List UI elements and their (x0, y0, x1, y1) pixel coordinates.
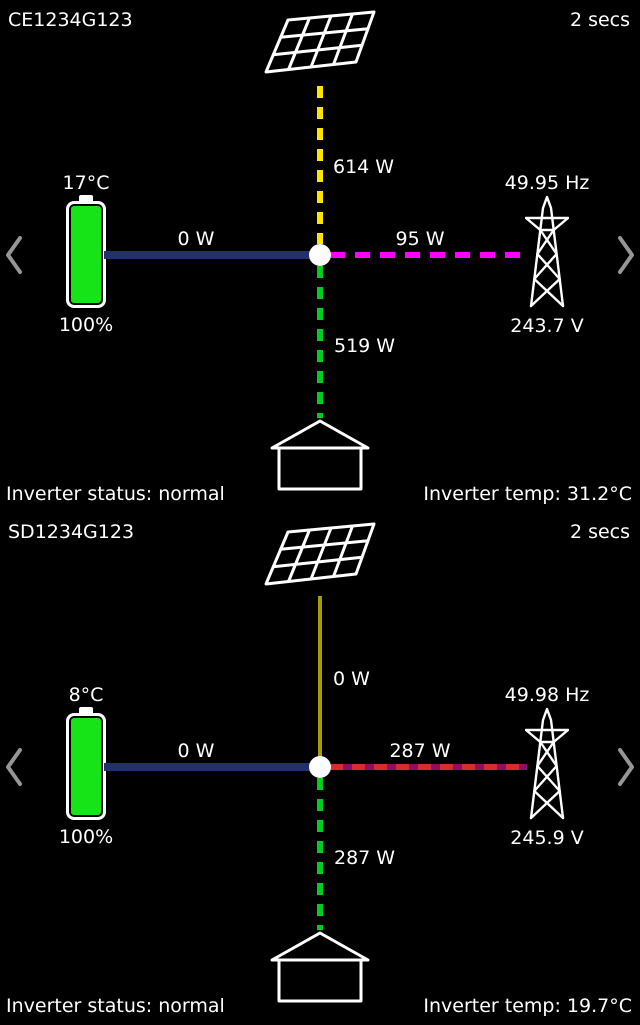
battery-icon (66, 195, 106, 308)
grid-power-label: 95 W (395, 228, 445, 250)
refresh-interval: 2 secs (569, 521, 630, 543)
inverter-panel: SD1234G123 2 secs 0 W 8°C 100% 0 W 287 W… (0, 512, 640, 1025)
house-icon (270, 930, 370, 1004)
refresh-interval: 2 secs (569, 9, 630, 31)
load-power-label: 287 W (334, 847, 396, 869)
solar-power-label: 614 W (333, 156, 395, 178)
inverter-status-text: Inverter status: normal (6, 995, 225, 1017)
battery-soc-label: 100% (58, 314, 114, 336)
nav-next-button[interactable] (614, 745, 638, 789)
inverter-temp-text: Inverter temp: 19.7°C (423, 995, 632, 1017)
transmission-tower-icon (525, 706, 569, 820)
battery-terminal (79, 195, 93, 203)
solar-panel-icon (258, 518, 378, 588)
battery-flow-line (104, 763, 320, 771)
grid-frequency-label: 49.98 Hz (504, 684, 590, 706)
inverter-serial: CE1234G123 (8, 9, 133, 31)
nav-next-button[interactable] (614, 233, 638, 277)
battery-power-label: 0 W (177, 740, 215, 762)
inverter-serial: SD1234G123 (8, 521, 135, 543)
grid-flow-line (330, 252, 527, 258)
solar-flow-line (318, 596, 322, 768)
battery-temp-label: 8°C (68, 684, 104, 706)
inverter-panel: CE1234G123 2 secs 614 W 17°C 100% 0 W 95… (0, 0, 640, 512)
chevron-right-icon (618, 748, 634, 786)
solar-panel-icon (258, 6, 378, 76)
grid-power-label: 287 W (389, 740, 451, 762)
solar-flow-line (317, 86, 323, 244)
battery-level (66, 201, 106, 308)
inverter-temp-text: Inverter temp: 31.2°C (423, 483, 632, 505)
battery-flow-line (104, 251, 320, 259)
house-icon (270, 418, 370, 492)
battery-level (66, 713, 106, 820)
inverter-status-text: Inverter status: normal (6, 483, 225, 505)
chevron-left-icon (6, 236, 22, 274)
grid-frequency-label: 49.95 Hz (504, 172, 590, 194)
load-flow-line (317, 266, 323, 418)
battery-temp-label: 17°C (62, 172, 110, 194)
grid-flow-line (330, 764, 527, 770)
nav-prev-button[interactable] (2, 745, 26, 789)
battery-soc-label: 100% (58, 826, 114, 848)
transmission-tower-icon (525, 194, 569, 308)
battery-terminal (79, 707, 93, 715)
battery-power-label: 0 W (177, 228, 215, 250)
flow-node (309, 244, 331, 266)
grid-voltage-label: 243.7 V (510, 315, 584, 337)
battery-icon (66, 707, 106, 820)
load-power-label: 519 W (334, 335, 396, 357)
solar-power-label: 0 W (333, 668, 370, 690)
flow-node (309, 756, 331, 778)
chevron-right-icon (618, 236, 634, 274)
load-flow-line (317, 778, 323, 930)
nav-prev-button[interactable] (2, 233, 26, 277)
grid-voltage-label: 245.9 V (510, 827, 584, 849)
chevron-left-icon (6, 748, 22, 786)
